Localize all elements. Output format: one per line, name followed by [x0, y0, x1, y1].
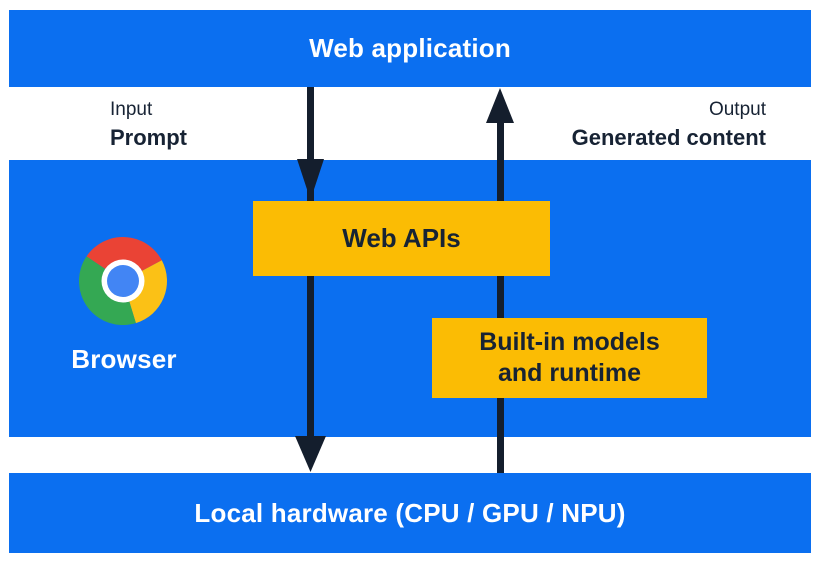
builtin-models-label-line2: and runtime — [497, 359, 642, 387]
local-hardware-label: Local hardware (CPU / GPU / NPU) — [194, 497, 626, 528]
local-hardware-layer: Local hardware (CPU / GPU / NPU) — [9, 473, 811, 553]
input-value: Prompt — [110, 125, 187, 150]
chrome-logo-blue-center — [107, 265, 139, 297]
chrome-logo-icon — [79, 237, 167, 325]
web-apis-label: Web APIs — [342, 223, 461, 253]
web-apis-box: Web APIs — [253, 201, 550, 276]
browser-label: Browser — [71, 344, 177, 374]
builtin-models-label-line1: Built-in models — [479, 328, 660, 356]
web-application-layer: Web application — [9, 10, 811, 87]
output-label-group: Output Generated content — [572, 98, 766, 151]
input-title: Input — [110, 99, 153, 120]
output-title: Output — [708, 99, 766, 120]
input-label-group: Input Prompt — [110, 98, 187, 151]
chrome-logo-red-segment — [86, 237, 162, 281]
builtin-models-box: Built-in models and runtime — [432, 318, 707, 398]
output-value: Generated content — [571, 125, 766, 150]
web-application-label: Web application — [309, 33, 511, 63]
